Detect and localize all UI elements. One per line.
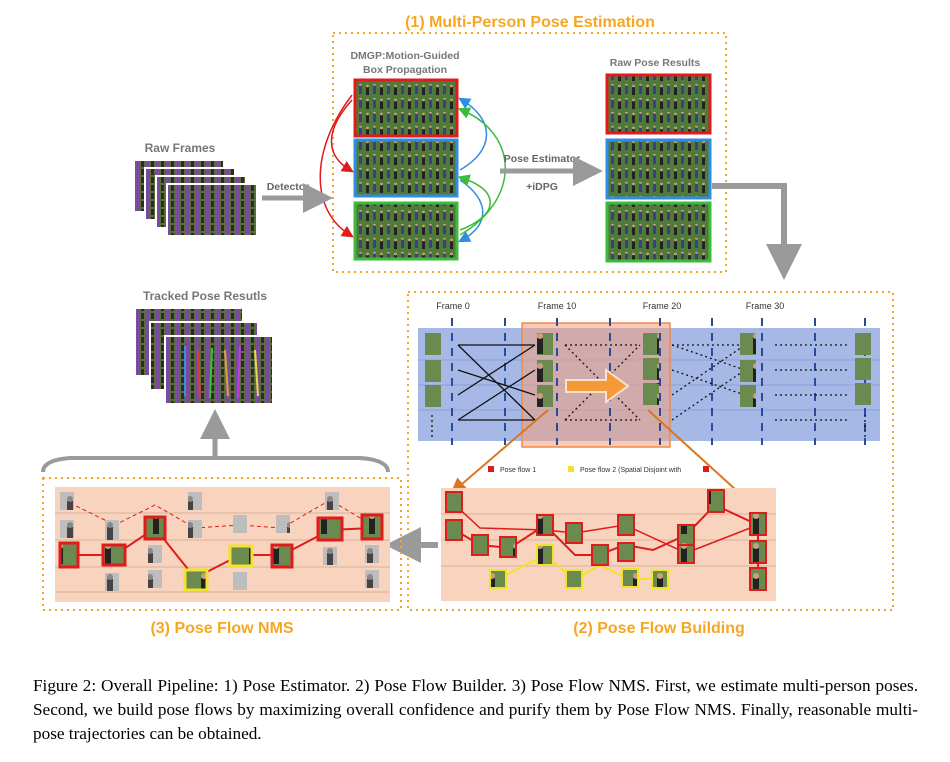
section3-title: (3) Pose Flow NMS — [150, 620, 293, 637]
nms-thumbs — [58, 492, 384, 592]
raw-frames-label: Raw Frames — [145, 141, 216, 155]
frame-connections-solid — [457, 344, 536, 421]
legend-swatch-red-inline — [703, 466, 709, 472]
legend-pose-flow-1: Pose flow 1 — [500, 467, 536, 474]
propagation-arrow-green-2 — [457, 174, 491, 231]
figure-caption: Figure 2: Overall Pipeline: 1) Pose Esti… — [33, 674, 918, 746]
raw-pose-frame-blue — [605, 138, 712, 200]
frame-0-label: Frame 0 — [436, 301, 470, 311]
legend-swatch-yellow — [568, 466, 574, 472]
raw-pose-results-label: Raw Pose Results — [610, 57, 701, 69]
section2-title: (2) Pose Flow Building — [573, 620, 745, 637]
nms-flow-red-dashed — [69, 499, 373, 529]
section1-title: (1) Multi-Person Pose Estimation — [405, 14, 655, 31]
dmgp-label-1: DMGP:Motion-Guided — [350, 50, 459, 62]
frame-30-label: Frame 30 — [746, 301, 785, 311]
window-advance-arrow — [565, 368, 630, 404]
raw-pose-frame-green — [605, 201, 712, 263]
pose-estimator-label: Pose Estimator — [504, 153, 580, 165]
dmgp-frame-blue — [353, 138, 459, 198]
legend-pose-flow-2: Pose flow 2 (Spatial Disjoint with — [580, 467, 681, 474]
frame-10-label: Frame 10 — [538, 301, 577, 311]
to-flow-building-arrow — [712, 183, 802, 280]
section2-box — [407, 291, 894, 611]
dmgp-label-2: Box Propagation — [363, 64, 447, 76]
dmgp-frame-green — [353, 201, 459, 261]
propagation-arrow-red-2 — [319, 94, 354, 238]
dmgp-frame-red — [353, 78, 459, 138]
raw-frame-4 — [166, 183, 258, 237]
frame-connections-dotted — [431, 344, 866, 440]
tracked-label: Tracked Pose Resutls — [143, 289, 267, 303]
propagation-arrow-blue-1 — [458, 97, 488, 171]
frame-thumbnails — [425, 333, 871, 407]
tracked-frame-3 — [164, 335, 274, 405]
window-connector-left — [450, 409, 549, 494]
caption-text: Figure 2: Overall Pipeline: 1) Pose Esti… — [33, 676, 918, 743]
section3-box — [42, 477, 402, 611]
flow-building-thumbs — [445, 489, 767, 591]
detector-label: Detector — [267, 181, 310, 193]
pipeline-figure: (1) Multi-Person Pose Estimation DMGP:Mo… — [41, 14, 894, 637]
section1-box — [332, 32, 727, 273]
tracked-skeletons — [184, 345, 259, 399]
nms-bracket — [41, 456, 390, 473]
idpg-label: +iDPG — [526, 181, 558, 193]
raw-pose-frame-red — [605, 73, 712, 135]
propagation-arrow-red-1 — [330, 99, 354, 173]
legend-swatch-red — [488, 466, 494, 472]
frame-20-label: Frame 20 — [643, 301, 682, 311]
propagation-arrow-blue-2 — [458, 179, 484, 243]
